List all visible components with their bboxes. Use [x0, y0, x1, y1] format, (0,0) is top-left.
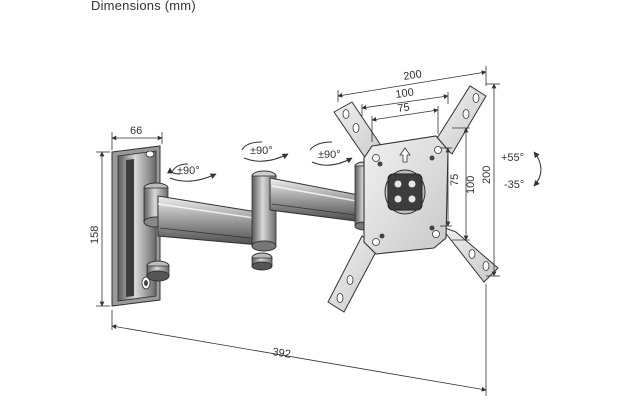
tilt-up-label: +55° — [501, 152, 524, 164]
rotation-arrow-icon — [309, 141, 333, 151]
vesa-arm-bottom-right — [438, 224, 499, 283]
middle-joint — [251, 170, 277, 271]
dim-total-extension: 392 — [272, 346, 292, 361]
tilt-indicator: +55° -35° — [501, 151, 542, 191]
dimension-lines — [96, 66, 500, 396]
vesa-plate — [327, 85, 499, 313]
dim-plate-width-100: 100 — [395, 87, 415, 101]
rotation-arrow-icon — [241, 141, 263, 151]
tilt-down-label: -35° — [504, 179, 524, 191]
rotation-joint-3: ±90° — [309, 141, 353, 166]
dim-plate-width-200: 200 — [403, 68, 423, 83]
diagram-title: Dimensions (mm) — [91, 0, 196, 13]
rotation-label-2: ±90° — [250, 145, 273, 157]
up-arrow-icon — [399, 147, 411, 163]
rotation-joint-2: ±90° — [241, 141, 289, 162]
dim-plate-height-100: 100 — [465, 176, 477, 194]
dim-bracket-height: 158 — [89, 226, 101, 244]
arm-segment-2 — [269, 161, 374, 231]
dim-plate-height-75: 75 — [449, 174, 461, 186]
rotation-label-3: ±90° — [318, 149, 341, 161]
rotation-arrow-icon — [170, 164, 189, 175]
arm-segment-1 — [157, 195, 271, 247]
tilt-arrow-icon — [533, 151, 542, 187]
vesa-arm-top-right — [435, 85, 487, 155]
dim-bracket-width: 66 — [130, 125, 142, 137]
rotation-joint-1: ±90° — [170, 164, 217, 182]
dim-plate-height-200: 200 — [481, 166, 493, 184]
dimension-labels: 66 158 392 200 100 75 200 100 75 — [89, 68, 493, 361]
rotation-label-1: ±90° — [177, 165, 200, 177]
dim-plate-width-75: 75 — [397, 101, 411, 115]
